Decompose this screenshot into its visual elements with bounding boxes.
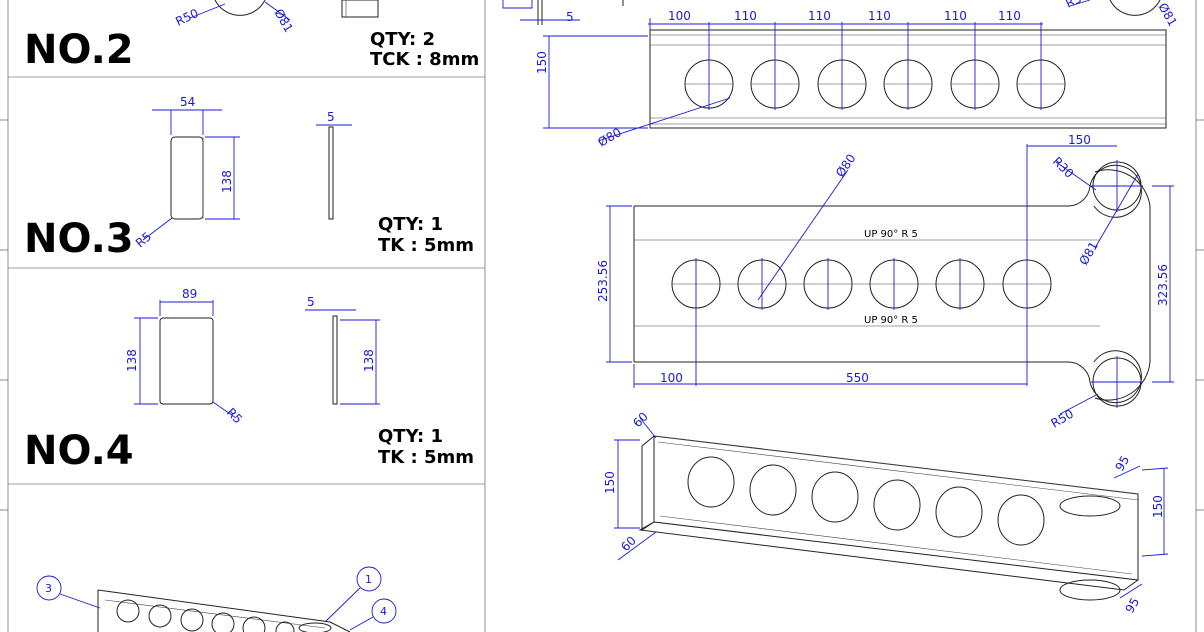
no4-qty: QTY: 1 — [378, 426, 443, 447]
no3-r5: R5 — [133, 229, 154, 250]
no3-tk: TK : 5mm — [378, 235, 474, 256]
flat-holes — [671, 144, 1052, 386]
no2-label: NO.2 — [24, 27, 134, 73]
no3-thickness: 5 — [327, 110, 335, 124]
no3-qty: QTY: 1 — [378, 214, 443, 235]
iso-c95: 95 — [1112, 453, 1132, 473]
flat-x100: 100 — [660, 371, 683, 385]
isometric-view: 60 150 60 95 150 95 — [603, 409, 1169, 616]
iso-d95: 95 — [1122, 595, 1142, 615]
no2-tck: TCK : 8mm — [370, 49, 479, 70]
top-fragment-5: 5 — [566, 10, 574, 24]
flat-up-note-2: UP 90° R 5 — [864, 315, 918, 326]
no4-thickness: 5 — [307, 295, 315, 309]
flat-h2: 323.56 — [1156, 264, 1170, 306]
flat-r50: R50 — [1049, 407, 1076, 431]
no3-label: NO.3 — [24, 216, 134, 262]
top-d81: Ø81 — [1155, 1, 1179, 29]
flat-x550: 550 — [846, 371, 869, 385]
no3-width: 54 — [180, 95, 195, 109]
top-r30: R30 — [1063, 0, 1090, 11]
no4-height: 138 — [125, 349, 139, 372]
iso-b60: 60 — [618, 533, 639, 554]
top-dim-1: 110 — [734, 9, 757, 23]
flat-h1: 253.56 — [596, 260, 610, 302]
part-no3: 54 138 R5 5 NO.3 QTY: 1 TK : 5mm — [24, 95, 474, 262]
assembly-holes — [116, 599, 295, 632]
balloon-4: 4 — [380, 605, 387, 618]
no3-height: 138 — [220, 170, 234, 193]
iso-holes — [687, 456, 1045, 546]
part-no4: 89 138 R5 5 138 NO.4 QTY: 1 TK : 5mm — [24, 287, 474, 474]
no2-d81: Ø81 — [271, 7, 295, 35]
top-height: 150 — [535, 51, 549, 74]
no4-r5: R5 — [224, 405, 245, 426]
no4-height2: 138 — [362, 349, 376, 372]
assembly-view: 3 1 4 — [36, 566, 397, 632]
flat-pattern: UP 90° R 5 UP 90° R 5 150 R30 Ø80 Ø81 25… — [596, 133, 1174, 431]
balloon-3: 3 — [45, 582, 52, 595]
top-dim-2: 110 — [808, 9, 831, 23]
top-view-holes — [684, 22, 1066, 110]
no2-qty: QTY: 2 — [370, 29, 435, 50]
iso-a60: 60 — [630, 409, 651, 430]
part-no2: R50 Ø81 NO.2 QTY: 2 TCK : 8mm — [24, 0, 479, 73]
no4-tk: TK : 5mm — [378, 447, 474, 468]
top-dim-4: 110 — [944, 9, 967, 23]
no4-width: 89 — [182, 287, 197, 301]
top-dim-5: 110 — [998, 9, 1021, 23]
top-dim-3: 110 — [868, 9, 891, 23]
balloon-1: 1 — [365, 573, 372, 586]
flat-w150: 150 — [1068, 133, 1091, 147]
top-dim-0: 100 — [668, 9, 691, 23]
no2-r50: R50 — [173, 6, 200, 29]
top-view: 5 R30 Ø81 — [502, 0, 1180, 150]
iso-h150b: 150 — [1151, 495, 1165, 518]
top-d80: Ø80 — [596, 125, 624, 149]
flat-up-note-1: UP 90° R 5 — [864, 229, 918, 240]
iso-h150: 150 — [603, 471, 617, 494]
flat-r30: R30 — [1050, 154, 1077, 181]
flat-d80: Ø80 — [833, 151, 859, 179]
no4-label: NO.4 — [24, 428, 134, 474]
